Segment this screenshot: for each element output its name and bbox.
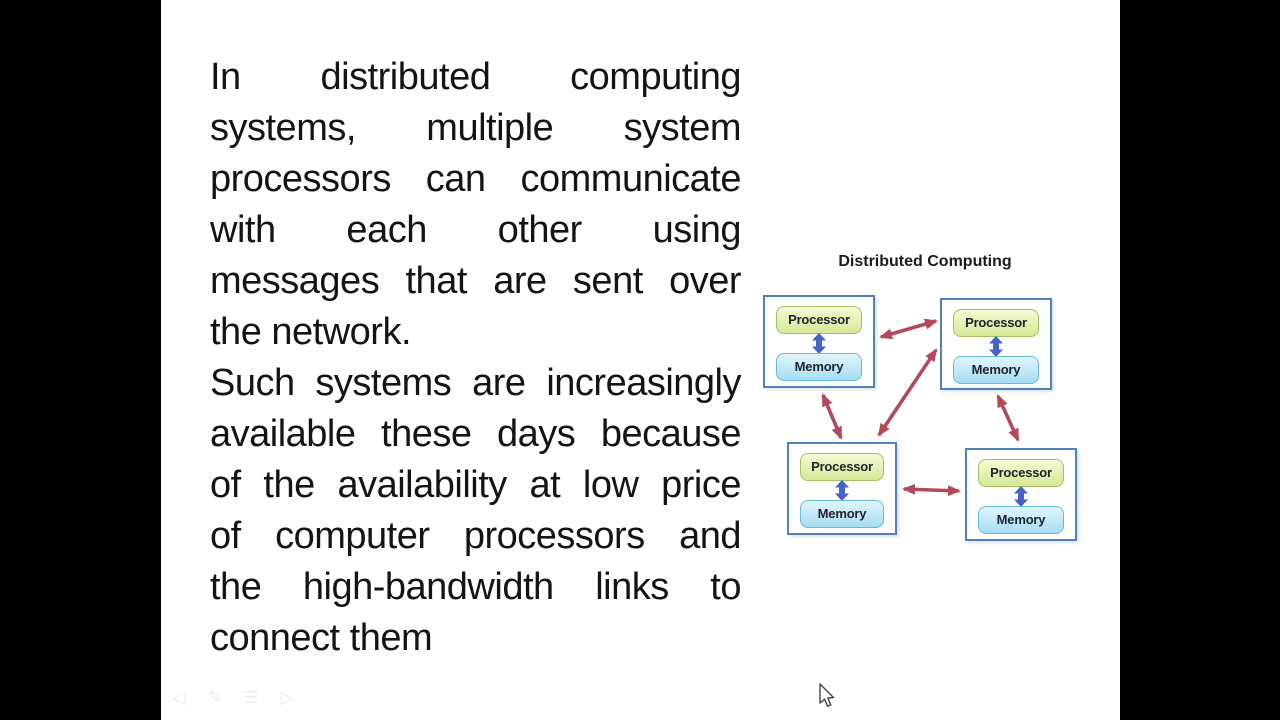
mouse-cursor	[819, 683, 835, 707]
processor-memory-arrow-icon	[1014, 486, 1028, 507]
processor-box: Processor	[776, 306, 862, 334]
text-line: with each other using	[210, 209, 742, 251]
node-top-right: Processor Memory	[940, 298, 1052, 390]
text-line: of computer processors and	[210, 515, 742, 557]
distributed-computing-diagram: Distributed Computing Processor Memory	[750, 240, 1100, 560]
processor-box: Processor	[800, 453, 884, 481]
memory-box: Memory	[953, 356, 1039, 384]
processor-box: Processor	[978, 459, 1064, 487]
menu-icon[interactable]: ☰	[243, 688, 259, 707]
processor-box: Processor	[953, 309, 1039, 337]
text-line: the network.	[210, 311, 412, 353]
text-line: systems, multiple system	[210, 107, 742, 149]
presentation-slide: In distributed computing systems, multip…	[161, 0, 1120, 720]
forward-arrow-icon[interactable]: ▷	[280, 688, 294, 707]
presenter-toolbar-ghost: ◁ ✎ ☰ ▷	[169, 688, 297, 708]
node-bottom-right: Processor Memory	[965, 448, 1077, 541]
text-line: messages that are sent over	[210, 260, 742, 302]
text-line: Such systems are increasingly	[210, 362, 742, 404]
text-line: available these days because	[210, 413, 742, 455]
memory-box: Memory	[800, 500, 884, 528]
memory-box: Memory	[776, 353, 862, 381]
diagram-title: Distributed Computing	[838, 253, 1012, 270]
text-line: the high-bandwidth links to	[210, 566, 742, 608]
pen-icon[interactable]: ✎	[207, 688, 223, 707]
text-line: of the availability at low price	[210, 464, 742, 506]
network-link-arrows	[821, 318, 1020, 497]
processor-memory-arrow-icon	[989, 336, 1003, 357]
memory-box: Memory	[978, 506, 1064, 534]
text-line: processors can communicate	[210, 158, 742, 200]
back-arrow-icon[interactable]: ◁	[172, 688, 186, 707]
node-top-left: Processor Memory	[763, 295, 875, 388]
slide-body-text: In distributed computing systems, multip…	[210, 52, 742, 664]
processor-memory-arrow-icon	[812, 333, 826, 354]
text-line: In distributed computing	[210, 56, 742, 98]
node-bottom-left: Processor Memory	[787, 442, 897, 535]
text-line: connect them	[210, 617, 433, 659]
processor-memory-arrow-icon	[835, 480, 849, 501]
